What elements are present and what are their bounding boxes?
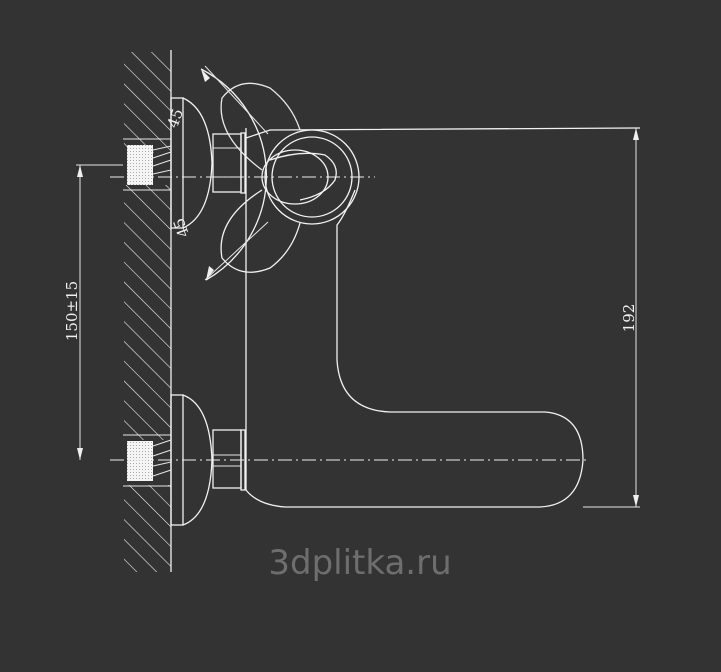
angle-label-upper: 45 xyxy=(164,106,187,130)
dimension-150: 150±15 xyxy=(63,164,123,460)
lever-handle xyxy=(200,65,337,281)
dimension-label-spacing: 150±15 xyxy=(63,281,81,341)
wall-section xyxy=(120,50,172,572)
upper-inlet xyxy=(123,97,246,229)
angle-label-lower: 45 xyxy=(170,216,193,240)
watermark: 3dplitka.ru xyxy=(268,543,451,583)
dimension-label-height: 192 xyxy=(620,304,638,333)
dimension-192: 192 xyxy=(620,128,639,507)
faucet-body xyxy=(245,127,641,508)
